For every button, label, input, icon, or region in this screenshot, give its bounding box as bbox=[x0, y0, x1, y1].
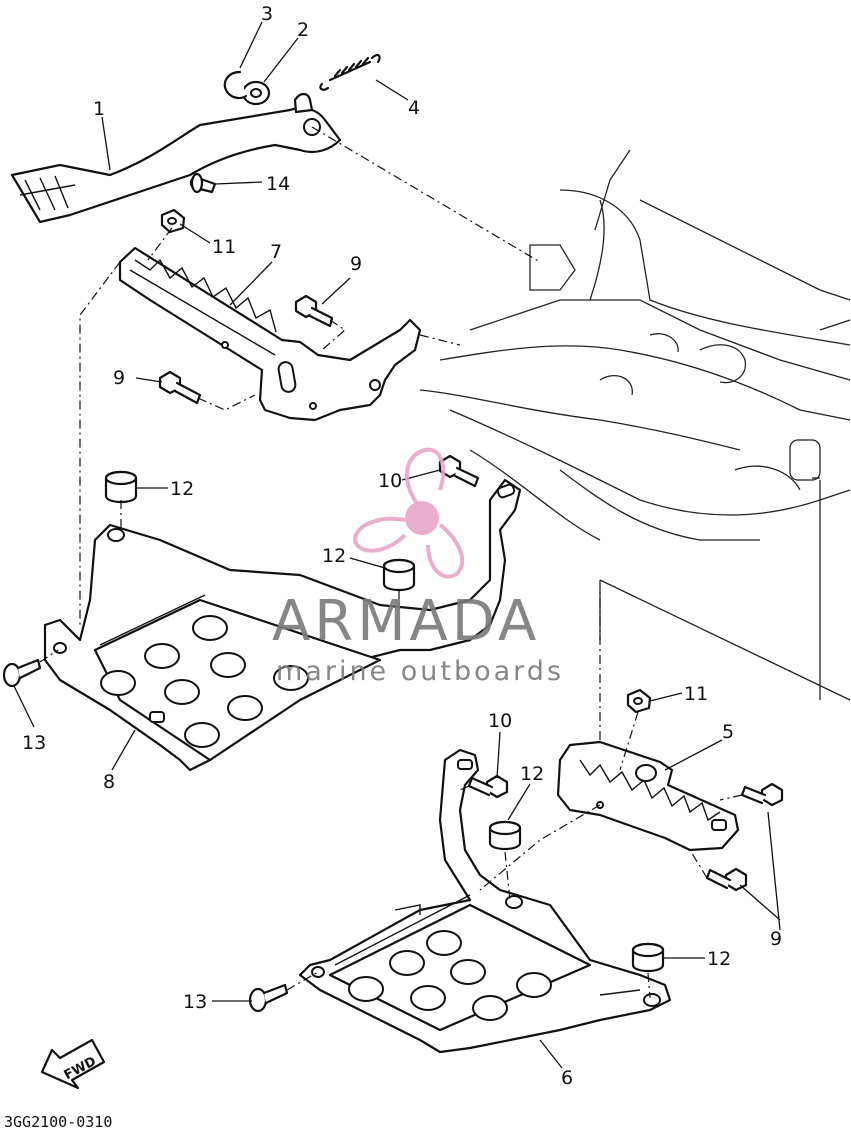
callout-4: 4 bbox=[408, 97, 420, 119]
bolt-left-plate bbox=[438, 454, 480, 488]
flange-nut-right bbox=[626, 688, 652, 714]
screw-right-plate bbox=[248, 983, 289, 1013]
propeller-hub bbox=[405, 501, 439, 535]
callout-13-left: 13 bbox=[22, 732, 46, 754]
callout-1: 1 bbox=[93, 98, 105, 120]
brake-pedal bbox=[10, 92, 342, 224]
circlip bbox=[223, 70, 248, 100]
assembly-lines bbox=[39, 126, 820, 999]
rubber-damper-right-upper bbox=[488, 820, 522, 851]
callout-9-right: 9 bbox=[770, 928, 782, 950]
callouts: 1 2 3 4 5 6 7 8 9 9 9 10 10 11 11 12 12 … bbox=[22, 3, 782, 1089]
drawing-code: 3GG2100-0310 bbox=[4, 1113, 112, 1130]
washer bbox=[241, 80, 271, 106]
callout-5: 5 bbox=[722, 721, 734, 743]
callout-3: 3 bbox=[261, 3, 273, 25]
fwd-arrow: FWD bbox=[40, 1038, 106, 1090]
right-footrest-plate bbox=[298, 748, 672, 1054]
fwd-arrow-icon bbox=[40, 1038, 106, 1090]
callout-11-upper: 11 bbox=[212, 236, 236, 258]
watermark-brand: ARMADA bbox=[272, 589, 540, 654]
callout-14: 14 bbox=[266, 173, 290, 195]
callout-11-lower: 11 bbox=[684, 683, 708, 705]
callout-12-center: 12 bbox=[322, 545, 346, 567]
propeller-blade-left bbox=[352, 516, 407, 553]
callout-12-right-upper: 12 bbox=[520, 763, 544, 785]
bolt-upper-left bbox=[158, 370, 202, 405]
bolt-right-lower bbox=[705, 867, 748, 892]
callout-6: 6 bbox=[561, 1067, 573, 1089]
return-spring bbox=[319, 53, 381, 91]
callout-10-upper: 10 bbox=[378, 470, 402, 492]
callout-8: 8 bbox=[103, 771, 115, 793]
screw-left-plate bbox=[2, 658, 42, 688]
right-footrest bbox=[556, 740, 740, 852]
callout-12-left: 12 bbox=[170, 478, 194, 500]
pin bbox=[190, 172, 217, 194]
propeller-blade-top bbox=[404, 447, 446, 507]
callout-10-lower: 10 bbox=[488, 710, 512, 732]
callout-12-right-lower: 12 bbox=[707, 948, 731, 970]
rubber-damper-center bbox=[382, 558, 416, 592]
callout-7: 7 bbox=[270, 241, 282, 263]
callout-13-right: 13 bbox=[183, 991, 207, 1013]
callout-2: 2 bbox=[297, 19, 309, 41]
leader-lines bbox=[13, 21, 781, 1069]
callout-9-upper: 9 bbox=[350, 253, 362, 275]
bolt-right-upper bbox=[740, 782, 784, 807]
left-footrest-plate bbox=[43, 478, 522, 772]
flange-nut-upper bbox=[160, 208, 186, 234]
propeller-blade-right bbox=[426, 523, 465, 579]
rubber-damper-right-lower bbox=[631, 942, 665, 973]
frame-outline bbox=[419, 149, 851, 701]
watermark-tagline: marine outboards bbox=[276, 656, 564, 687]
left-footrest-bracket bbox=[118, 246, 422, 422]
rubber-damper-left bbox=[104, 470, 138, 504]
propeller-logo bbox=[352, 447, 465, 579]
armada-watermark: ARMADA marine outboards bbox=[272, 447, 564, 687]
bolt-upper-right bbox=[294, 294, 334, 328]
callout-9-left: 9 bbox=[113, 367, 125, 389]
bolt-right-plate bbox=[467, 774, 509, 799]
